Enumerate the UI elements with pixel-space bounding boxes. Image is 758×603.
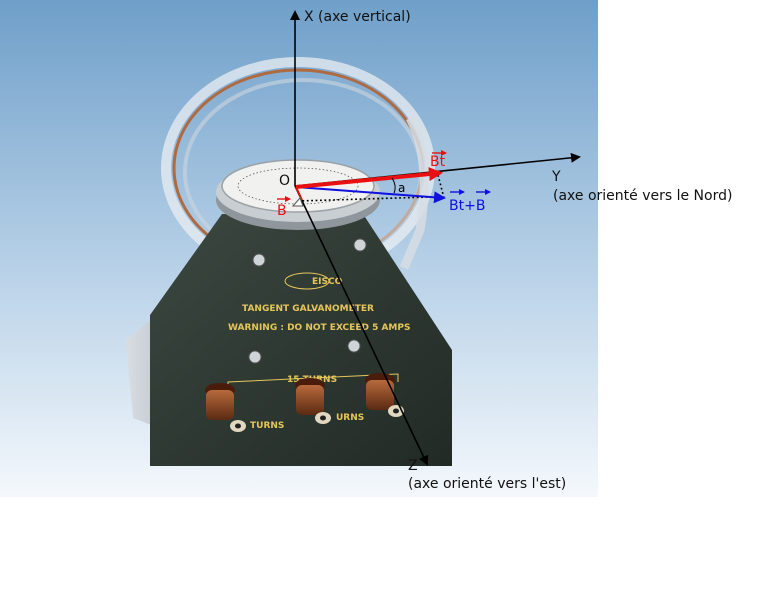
b-vector (295, 186, 303, 201)
bt-vector (295, 167, 443, 189)
bt-label: Bt (430, 154, 446, 170)
brand-oval (284, 272, 330, 290)
screws (248, 238, 367, 364)
warning-label: WARNING : DO NOT EXCEED 5 AMPS (228, 323, 410, 333)
z-axis-line (294, 185, 429, 466)
terminal-right (365, 373, 404, 417)
terminal-center (295, 378, 331, 424)
terminal-right-label: URNS (336, 413, 364, 423)
compass-dial (216, 159, 380, 230)
z-axis-label: Z (408, 458, 418, 474)
origin-label: O (279, 173, 290, 189)
angle-label: a (398, 181, 405, 195)
x-axis-label: X (axe vertical) (304, 9, 411, 25)
z-axis-caption: (axe orienté vers l'est) (408, 476, 566, 492)
b-vector-head (291, 197, 304, 207)
projection-line-b (297, 196, 431, 202)
y-axis-label: Y (551, 169, 561, 185)
terminal-left (205, 383, 246, 432)
terminals (205, 373, 404, 432)
brand-label: EISCO (312, 277, 343, 287)
sum-vector (295, 186, 446, 204)
sum-label: Bt+B (449, 198, 485, 214)
terminal-left-label: TURNS (250, 421, 284, 431)
device-name-label: TANGENT GALVANOMETER (242, 304, 374, 314)
angle-arc (391, 177, 396, 194)
b-label: B (277, 203, 287, 219)
y-axis-caption: (axe orienté vers le Nord) (553, 188, 732, 204)
